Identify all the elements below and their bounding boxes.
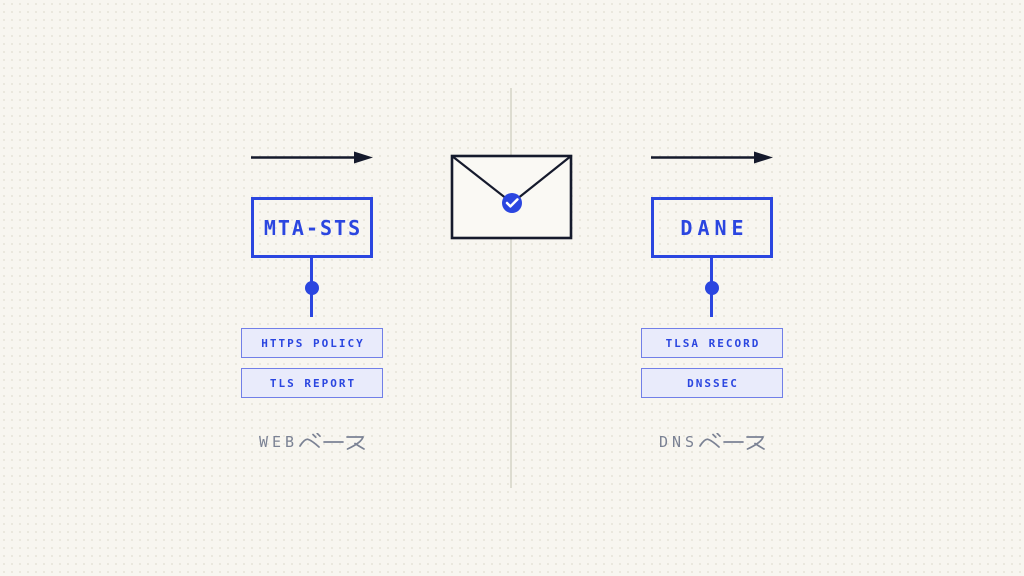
arrow-right-icon — [651, 151, 773, 164]
caption-latin: WEB — [258, 433, 299, 451]
mta-sts-label: MTA-STS — [263, 215, 363, 240]
chip-label: TLSA RECORD — [665, 336, 761, 350]
envelope-icon — [450, 154, 573, 240]
kana-base-text — [299, 433, 365, 450]
chip-dnssec: DNSSEC — [641, 368, 783, 398]
chip-tls-report: TLS REPORT — [241, 368, 383, 398]
chip-label: HTTPS POLICY — [261, 336, 365, 350]
dane-label: DANE — [680, 215, 749, 240]
kana-base-text — [699, 433, 765, 450]
caption-web-based: WEB — [212, 432, 412, 452]
chip-https-policy: HTTPS POLICY — [241, 328, 383, 358]
chip-tlsa-record: TLSA RECORD — [641, 328, 783, 358]
chip-label: TLS REPORT — [269, 376, 357, 390]
dane-title-box: DANE — [651, 197, 773, 258]
arrow-right-icon — [251, 151, 373, 164]
connector-dot — [705, 281, 719, 295]
chip-label: DNSSEC — [687, 376, 739, 390]
checkmark-icon — [505, 198, 519, 208]
caption-dns-based: DNS — [612, 432, 812, 452]
mta-sts-title-box: MTA-STS — [251, 197, 373, 258]
connector-dot — [305, 281, 319, 295]
vertical-divider — [510, 88, 512, 488]
caption-latin: DNS — [658, 433, 699, 451]
